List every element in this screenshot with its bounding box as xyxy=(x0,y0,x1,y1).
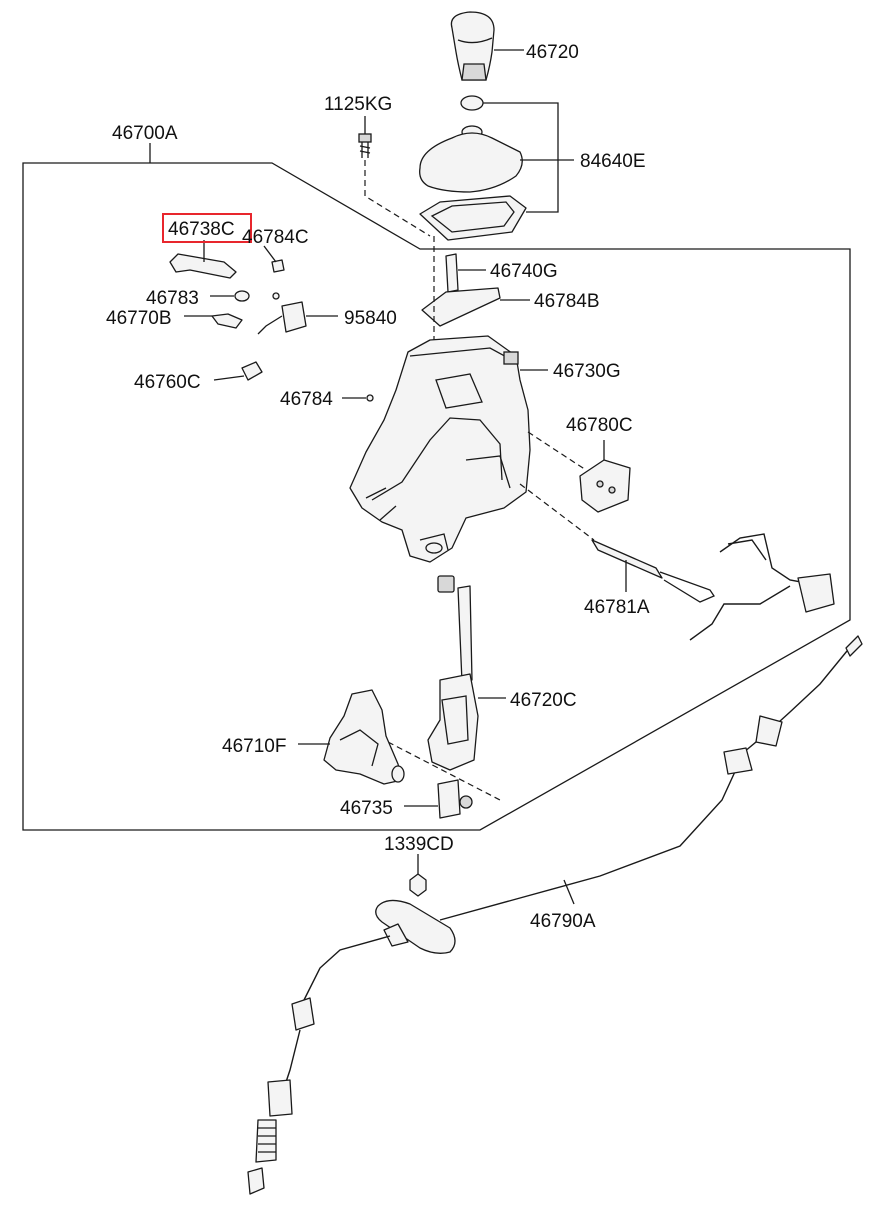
label-46781A: 46781A xyxy=(584,597,650,618)
label-46780C: 46780C xyxy=(566,415,633,436)
label-46760C: 46760C xyxy=(134,372,201,393)
label-46784C: 46784C xyxy=(242,227,309,248)
label-84640E: 84640E xyxy=(580,151,646,172)
label-46770B: 46770B xyxy=(106,308,172,329)
label-46735: 46735 xyxy=(340,798,393,819)
label-46790A: 46790A xyxy=(530,911,596,932)
callout-labels: 46720 1125KG 46700A 84640E 46738C 46784C… xyxy=(106,42,650,932)
label-1339CD: 1339CD xyxy=(384,834,454,855)
label-46720C: 46720C xyxy=(510,690,577,711)
control-module xyxy=(527,431,631,513)
label-46784: 46784 xyxy=(280,389,333,410)
label-46730G: 46730G xyxy=(553,361,621,382)
label-46783: 46783 xyxy=(146,288,199,309)
label-46738C[interactable]: 46738C xyxy=(168,219,235,240)
label-1125KG: 1125KG xyxy=(324,94,392,115)
label-46700A: 46700A xyxy=(112,123,178,144)
nut-1339CD xyxy=(409,854,427,897)
label-46740G: 46740G xyxy=(490,261,558,282)
shift-boot xyxy=(419,95,574,241)
shift-cable-46790A xyxy=(247,635,863,1195)
label-46710F: 46710F xyxy=(222,736,286,757)
base-bracket xyxy=(298,689,405,785)
shift-cable-46781A xyxy=(519,483,715,603)
shift-knob xyxy=(450,11,524,81)
small-parts-group xyxy=(169,240,374,402)
label-46784B: 46784B xyxy=(534,291,600,312)
label-46720: 46720 xyxy=(526,42,579,63)
shift-lever xyxy=(387,575,506,801)
bolt-1125KG xyxy=(358,116,431,237)
assembly-outline xyxy=(22,143,851,831)
highlight-box-46738C xyxy=(162,213,252,243)
wiring-harness xyxy=(689,533,835,641)
lever-bracket xyxy=(349,335,548,563)
bushing-46735 xyxy=(404,779,473,819)
label-95840: 95840 xyxy=(344,308,397,329)
